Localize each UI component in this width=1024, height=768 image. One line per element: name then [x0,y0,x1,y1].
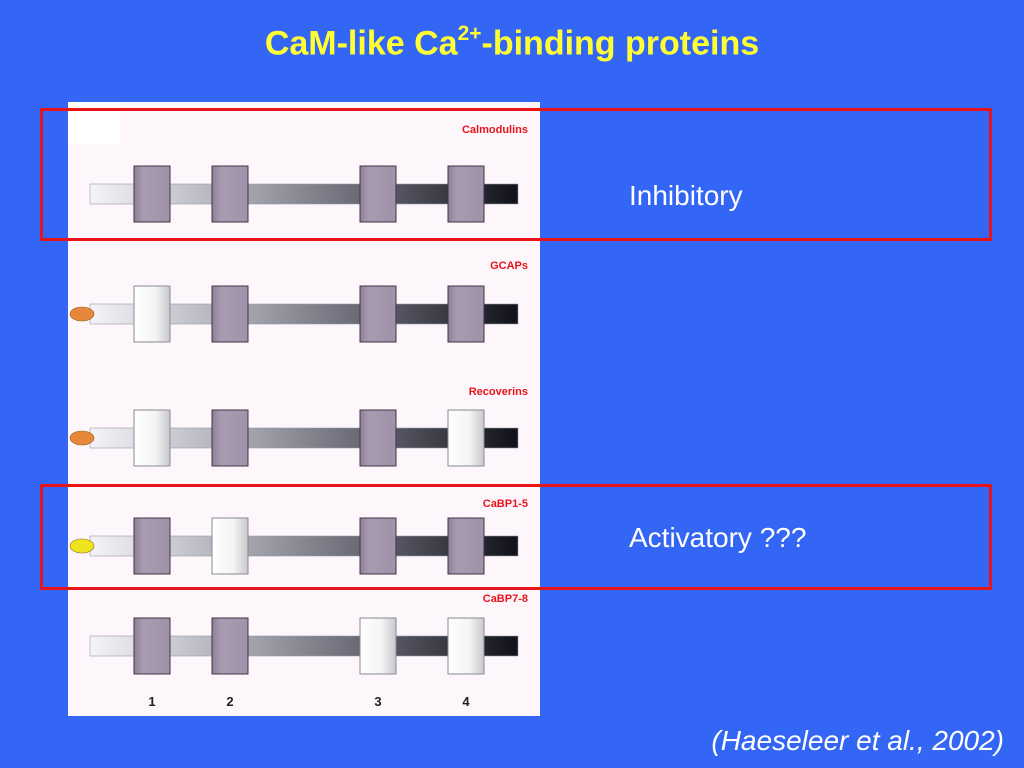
ef-hand-domain-filled [133,617,171,675]
citation: (Haeseleer et al., 2002) [711,725,1004,756]
ef-hand-domain-open [447,409,485,467]
domain-number: 4 [462,694,470,709]
inhibitory-highlight-box [40,108,992,241]
protein-backbone [89,635,519,657]
domain-number: 2 [226,694,233,709]
ef-hand-domain-filled [211,165,249,223]
ef-hand-domain-filled [133,165,171,223]
activatory-label: Activatory ??? [629,522,807,553]
title-suffix: -binding proteins [481,24,760,63]
activatory-highlight-box [40,484,992,590]
ef-hand-domain-filled [133,517,171,575]
protein-family-label: CaBP7-8 [483,593,528,605]
ef-hand-domain-open [133,409,171,467]
ef-hand-domain-filled [211,617,249,675]
protein-row: Recoverins [69,386,528,467]
protein-row: Calmodulins [89,124,528,223]
ef-hand-domain-filled [359,165,397,223]
lipid-anchor [69,306,95,322]
ef-hand-domain-filled [359,517,397,575]
ef-hand-domain-open [447,617,485,675]
ef-hand-domain-filled [359,285,397,343]
protein-row: GCAPs [69,260,528,343]
ef-hand-domain-open [133,285,171,343]
domain-number: 1 [148,694,155,709]
protein-row: CaBP1-5 [69,498,528,575]
protein-family-label: GCAPs [490,260,528,272]
ef-hand-domain-filled [447,165,485,223]
protein-family-label: Recoverins [469,386,528,398]
ef-hand-domain-filled [359,409,397,467]
protein-family-label: CaBP1-5 [483,498,528,510]
protein-domain-diagram: CalmodulinsGCAPsRecoverinsCaBP1-5CaBP7-8… [69,124,528,709]
ef-hand-domain-open [359,617,397,675]
slide-title: CaM-like Ca2+-binding proteins [0,22,1024,63]
ef-hand-domain-filled [211,409,249,467]
protein-row: CaBP7-8 [89,593,528,675]
title-main: CaM-like Ca [264,24,458,63]
lipid-anchor [69,538,95,554]
title-superscript: 2+ [457,22,482,45]
ef-hand-domain-open [211,517,249,575]
lipid-anchor [69,430,95,446]
ef-hand-domain-filled [447,285,485,343]
domain-number: 3 [374,694,381,709]
ef-hand-domain-filled [211,285,249,343]
protein-backbone [89,183,519,205]
ef-hand-domain-filled [447,517,485,575]
protein-family-label: Calmodulins [462,124,528,136]
inhibitory-label: Inhibitory [629,180,743,211]
